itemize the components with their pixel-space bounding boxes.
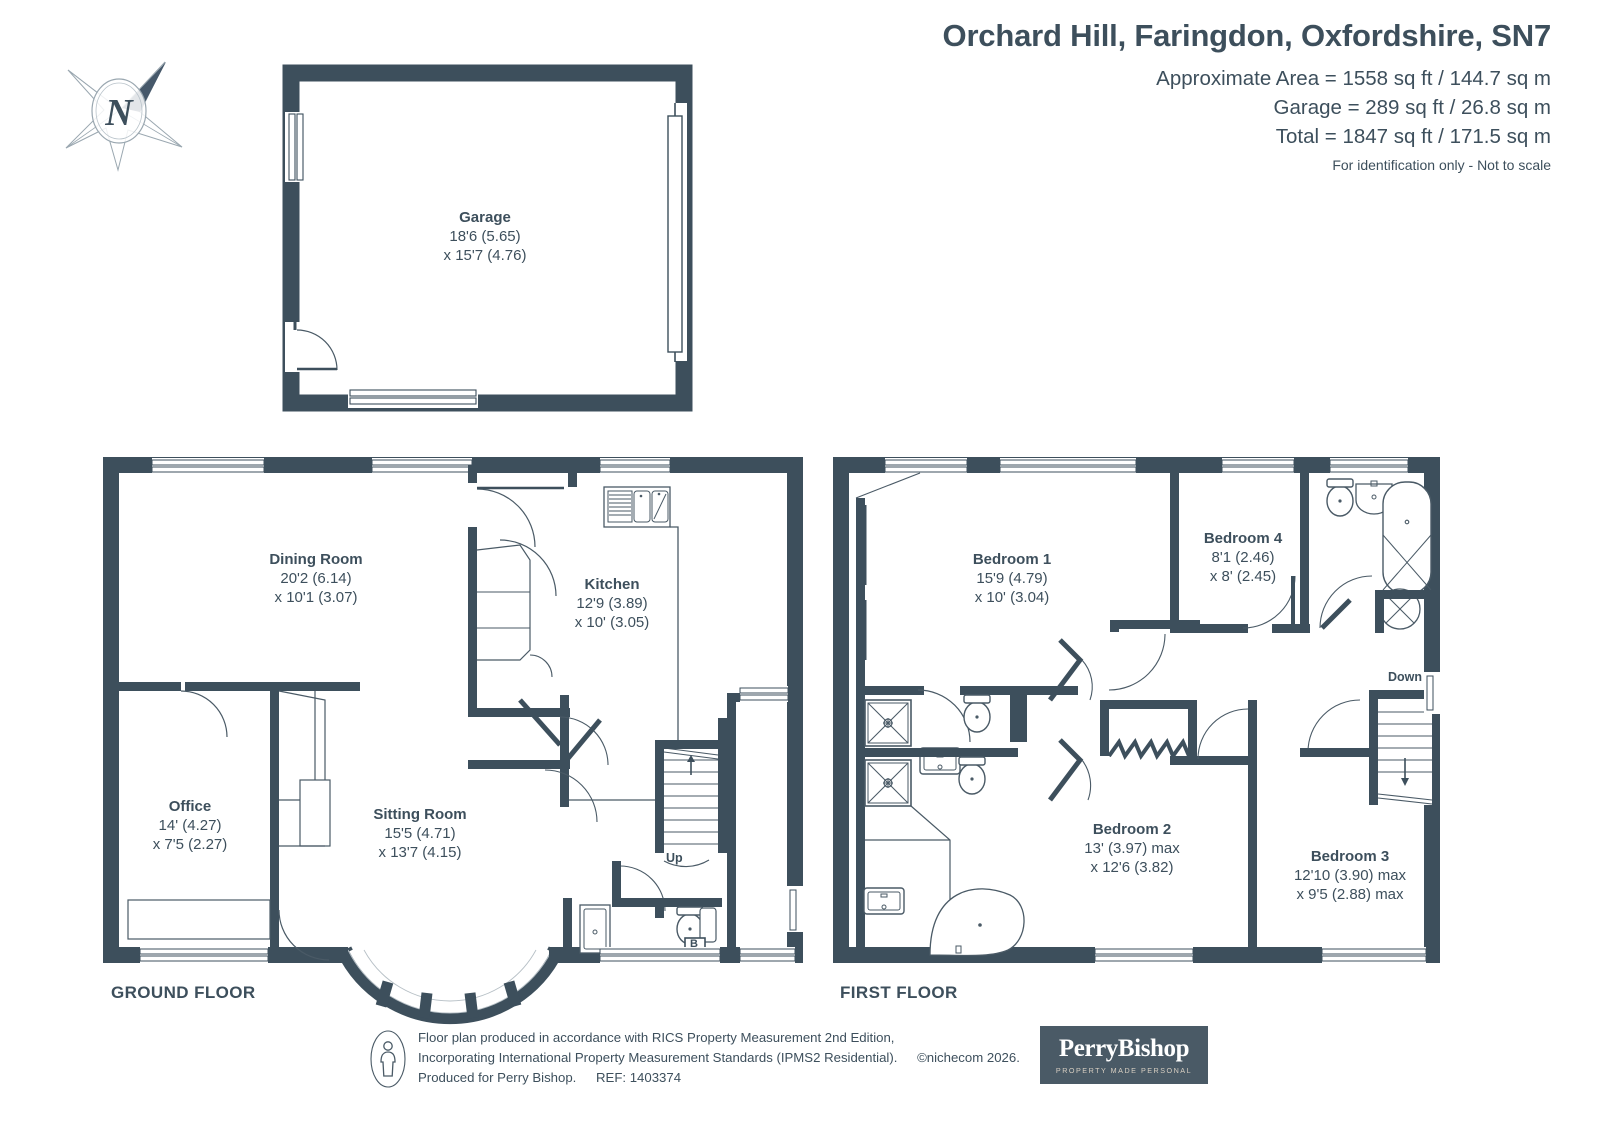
bedroom4-dim-1: 8'1 (2.46)	[1211, 549, 1275, 567]
dining-dim-2: x 10'1 (3.07)	[274, 589, 358, 607]
office-dim-2: x 7'5 (2.27)	[152, 836, 228, 854]
stairs-up-label: Up	[666, 851, 683, 865]
bedroom1-dim-2: x 10' (3.04)	[974, 589, 1050, 607]
header-block: Orchard Hill, Faringdon, Oxfordshire, SN…	[942, 18, 1552, 173]
footer-line-3: Produced for Perry Bishop.	[418, 1070, 577, 1086]
kitchen-name: Kitchen	[584, 576, 640, 593]
bedroom3-dim-1: 12'10 (3.90) max	[1293, 867, 1407, 885]
bedroom3-dim-2: x 9'5 (2.88) max	[1296, 886, 1404, 904]
bay-window	[330, 946, 566, 1025]
footer-line-2: Incorporating International Property Mea…	[418, 1050, 898, 1066]
room-label-bedroom1: Bedroom 1 15'9 (4.79) x 10' (3.04)	[912, 550, 1112, 608]
logo-tagline: PROPERTY MADE PERSONAL	[1055, 1065, 1193, 1075]
stairs-down-label: Down	[1388, 670, 1423, 684]
room-label-bedroom4: Bedroom 4 8'1 (2.46) x 8' (2.45)	[1143, 529, 1343, 587]
room-label-sitting: Sitting Room 15'5 (4.71) x 13'7 (4.15)	[320, 805, 520, 863]
room-label-kitchen: Kitchen 12'9 (3.89) x 10' (3.05)	[512, 575, 712, 633]
room-label-bedroom3: Bedroom 3 12'10 (3.90) max x 9'5 (2.88) …	[1250, 847, 1450, 905]
first-floor-plan	[833, 457, 1440, 963]
garage-area-text: Garage = 289 sq ft / 26.8 sq m	[1273, 95, 1551, 119]
rics-person-icon	[370, 1030, 406, 1088]
bedroom2-name: Bedroom 2	[1092, 821, 1172, 838]
bedroom1-name: Bedroom 1	[972, 551, 1052, 568]
ground-floor-plan	[103, 457, 803, 1025]
dining-dim-1: 20'2 (6.14)	[280, 570, 352, 588]
perrybishop-logo: PerryBishop PROPERTY MADE PERSONAL	[1040, 1026, 1208, 1084]
sitting-dim-1: 15'5 (4.71)	[384, 825, 456, 843]
room-label-garage: Garage 18'6 (5.65) x 15'7 (4.76)	[385, 208, 585, 266]
room-label-office: Office 14' (4.27) x 7'5 (2.27)	[90, 797, 290, 855]
kitchen-dim-1: 12'9 (3.89)	[576, 595, 648, 613]
footer-block: Floor plan produced in accordance with R…	[370, 1028, 1020, 1088]
total-area-text: Total = 1847 sq ft / 171.5 sq m	[1275, 124, 1551, 148]
boiler-marker: B	[690, 938, 698, 950]
first-floor-label: FIRST FLOOR	[840, 983, 958, 1002]
disclaimer-text: For identification only - Not to scale	[1332, 156, 1551, 173]
dining-name: Dining Room	[269, 551, 363, 568]
logo-name: PerryBishop	[1058, 1034, 1190, 1062]
page-title: Orchard Hill, Faringdon, Oxfordshire, SN…	[942, 18, 1552, 53]
ground-floor-label: GROUND FLOOR	[111, 983, 256, 1002]
room-label-bedroom2: Bedroom 2 13' (3.97) max x 12'6 (3.82)	[1032, 820, 1232, 878]
footer-ref: REF: 1403374	[596, 1070, 682, 1086]
bedroom1-dim-1: 15'9 (4.79)	[976, 570, 1048, 588]
sitting-name: Sitting Room	[373, 806, 467, 823]
garage-dim-2: x 15'7 (4.76)	[443, 247, 527, 265]
garage-name: Garage	[459, 209, 511, 226]
bedroom3-name: Bedroom 3	[1310, 848, 1390, 865]
area-summary: Approximate Area = 1558 sq ft / 144.7 sq…	[943, 64, 1551, 151]
footer-copyright: ©nichecom 2026.	[917, 1050, 1020, 1066]
bedroom4-name: Bedroom 4	[1203, 530, 1283, 547]
garage-dim-1: 18'6 (5.65)	[449, 228, 521, 246]
office-name: Office	[168, 798, 212, 815]
room-label-dining: Dining Room 20'2 (6.14) x 10'1 (3.07)	[216, 550, 416, 608]
svg-text:N: N	[104, 92, 134, 134]
bedroom2-dim-1: 13' (3.97) max	[1084, 840, 1180, 858]
compass-rose-icon: N	[65, 61, 183, 172]
garage-plan	[282, 64, 693, 412]
first-stairs	[1377, 700, 1433, 805]
footer-line-1: Floor plan produced in accordance with R…	[418, 1030, 895, 1045]
office-dim-1: 14' (4.27)	[158, 817, 222, 835]
approximate-area-text: Approximate Area = 1558 sq ft / 144.7 sq…	[1156, 66, 1551, 90]
kitchen-dim-2: x 10' (3.05)	[574, 614, 650, 632]
footer-text: Floor plan produced in accordance with R…	[418, 1028, 1020, 1088]
bedroom2-dim-2: x 12'6 (3.82)	[1090, 859, 1174, 877]
footer-line-2-row: Incorporating International Property Mea…	[418, 1048, 1020, 1068]
bedroom4-dim-2: x 8' (2.45)	[1209, 568, 1277, 586]
footer-line-3-row: Produced for Perry Bishop. REF: 1403374	[418, 1068, 1020, 1088]
ground-stairs	[663, 747, 719, 853]
sitting-dim-2: x 13'7 (4.15)	[378, 844, 462, 862]
